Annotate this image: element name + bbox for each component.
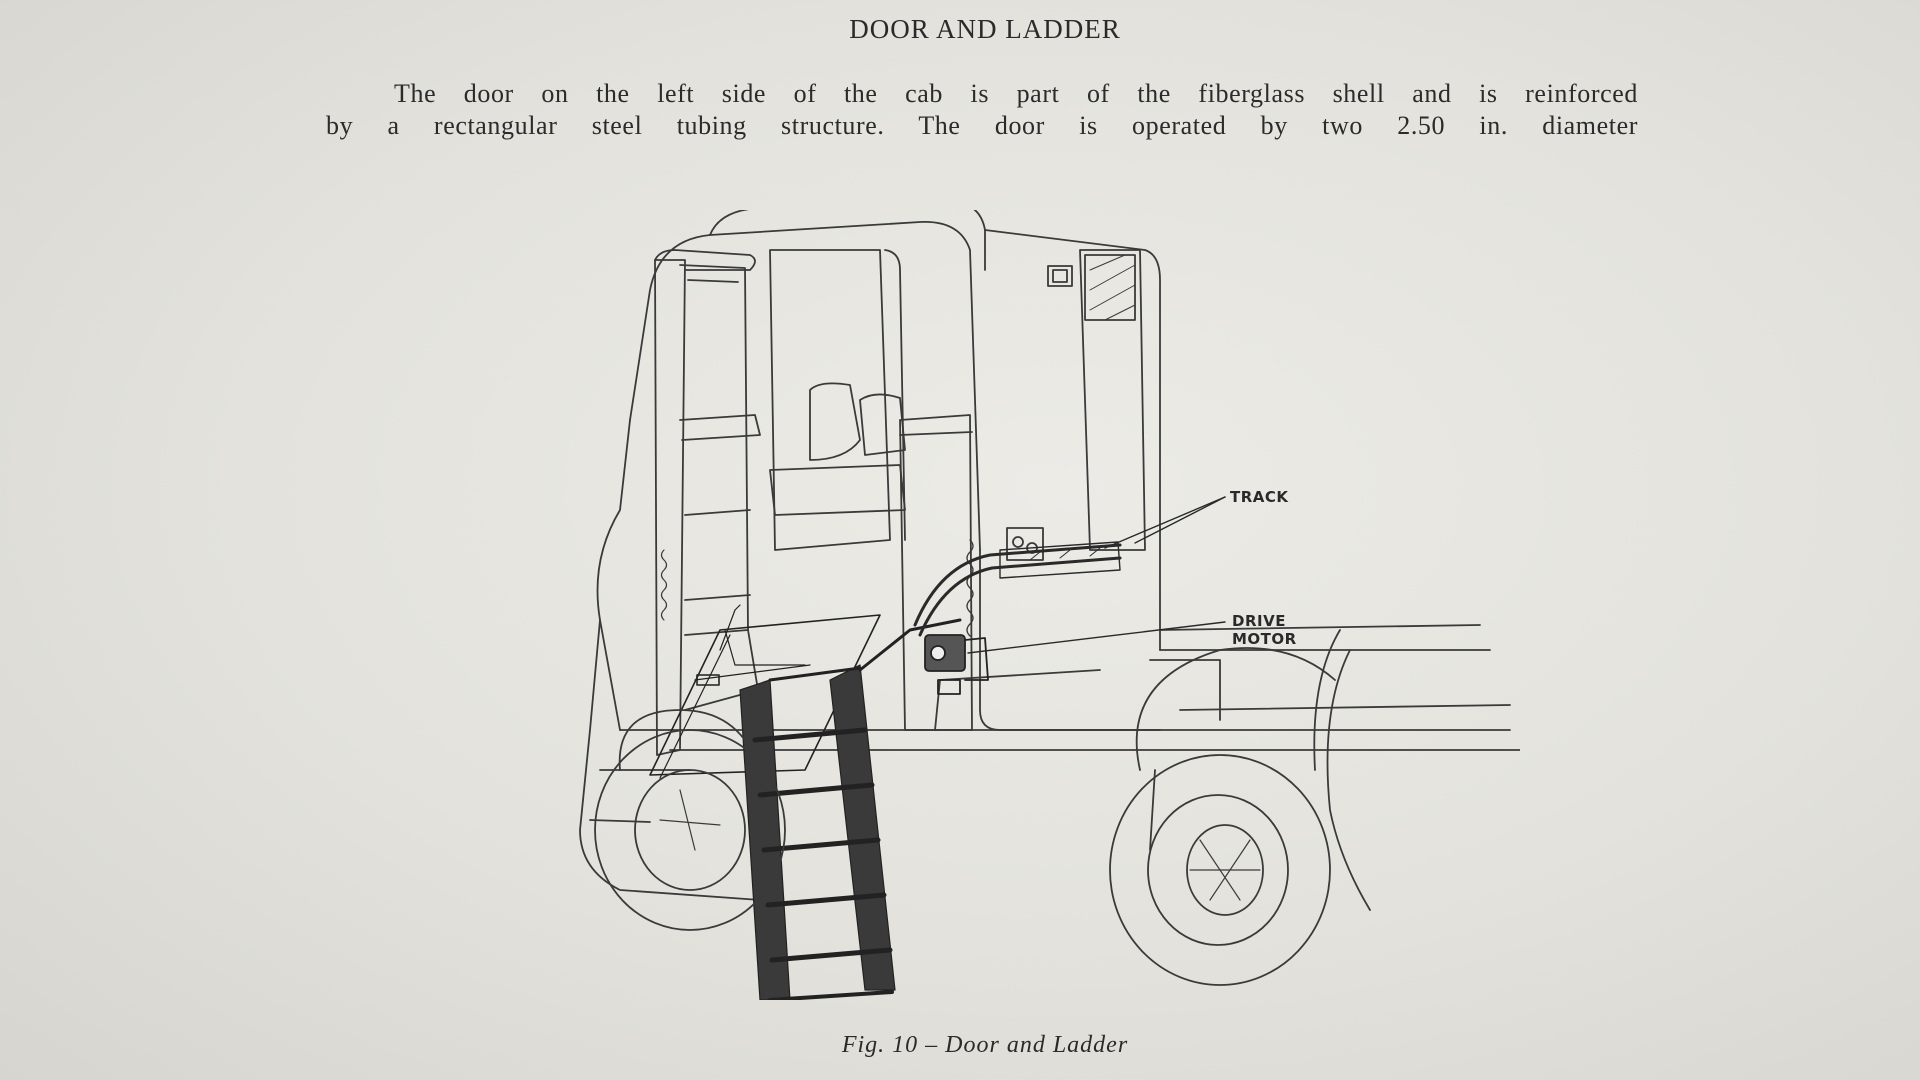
drive-motor <box>924 634 989 695</box>
figure-caption: Fig. 10 – Door and Ladder <box>841 1032 1129 1058</box>
paragraph-line-1: The door on the left side of the cab is … <box>394 79 1638 108</box>
paragraph-line-2: by a rectangular steel tubing structure.… <box>326 111 1638 140</box>
front-wheel <box>594 709 786 931</box>
ladder <box>649 604 962 1000</box>
door-ladder-figure: TRACK DRIVE MOTOR <box>560 210 1520 1000</box>
rear-wheel <box>1109 629 1371 986</box>
cab-door <box>654 249 761 756</box>
callout-leaders <box>967 496 1226 654</box>
body-paragraph: The door on the left side of the cab is … <box>326 78 1638 142</box>
door-ladder-illustration <box>579 210 1520 1000</box>
track <box>913 541 1122 637</box>
label-drive-motor-line1: DRIVE <box>1232 612 1286 630</box>
cab-shell <box>579 210 1520 901</box>
section-heading: DOOR AND LADDER <box>849 14 1121 44</box>
label-track: TRACK <box>1230 488 1289 506</box>
label-drive-motor: DRIVE MOTOR <box>1232 612 1297 648</box>
label-drive-motor-line2: MOTOR <box>1232 630 1297 648</box>
